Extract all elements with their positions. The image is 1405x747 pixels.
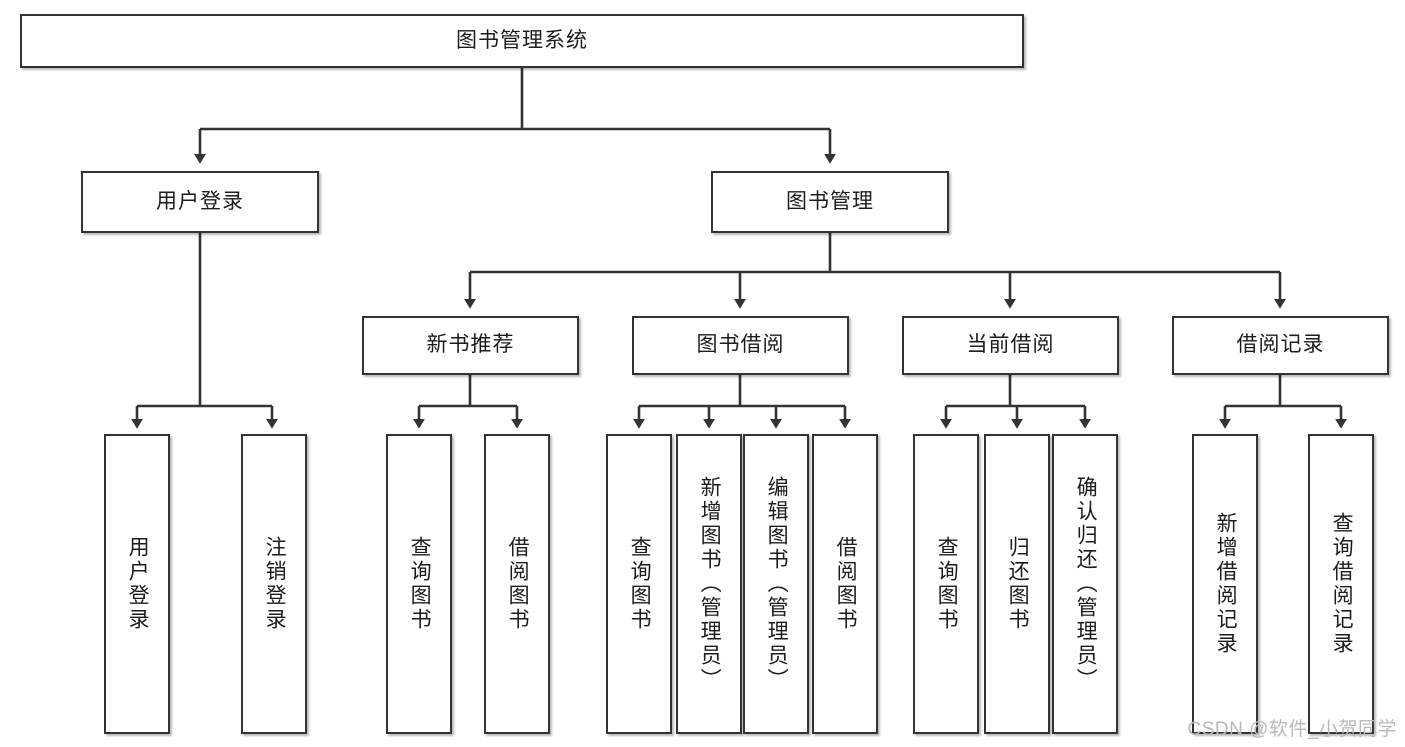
leaf-add-borrow-record-label: 新增借阅记录: [1214, 512, 1238, 656]
leaf-query-book-borrow[interactable]: 查询图书: [606, 434, 672, 734]
node-book-management-label: 图书管理: [786, 189, 874, 213]
node-user-login[interactable]: 用户登录: [81, 171, 319, 233]
node-book-management[interactable]: 图书管理: [711, 171, 949, 233]
node-borrow-records[interactable]: 借阅记录: [1172, 316, 1389, 375]
leaf-add-borrow-record[interactable]: 新增借阅记录: [1192, 434, 1258, 734]
leaf-confirm-return-admin-label: 确认归还（管理员）: [1074, 476, 1098, 692]
leaf-query-book-current-label: 查询图书: [935, 536, 959, 632]
node-current-borrow[interactable]: 当前借阅: [902, 316, 1119, 375]
leaf-add-book-admin-label: 新增图书（管理员）: [698, 476, 722, 692]
node-borrow-records-label: 借阅记录: [1236, 333, 1325, 357]
leaf-query-borrow-record[interactable]: 查询借阅记录: [1308, 434, 1374, 734]
node-user-login-label: 用户登录: [156, 189, 244, 213]
node-root[interactable]: 图书管理系统: [20, 14, 1024, 68]
node-book-borrow-label: 图书借阅: [696, 333, 785, 357]
leaf-borrow-book[interactable]: 借阅图书: [812, 434, 878, 734]
leaf-edit-book-admin[interactable]: 编辑图书（管理员）: [743, 434, 809, 734]
leaf-edit-book-admin-label: 编辑图书（管理员）: [765, 476, 789, 692]
leaf-logout[interactable]: 注销登录: [241, 434, 307, 734]
leaf-user-login-label: 用户登录: [126, 536, 150, 632]
leaf-query-borrow-record-label: 查询借阅记录: [1330, 512, 1354, 656]
leaf-query-book-recommend[interactable]: 查询图书: [386, 434, 452, 734]
node-root-label: 图书管理系统: [456, 28, 588, 52]
leaf-query-book-recommend-label: 查询图书: [408, 536, 432, 632]
leaf-add-book-admin[interactable]: 新增图书（管理员）: [676, 434, 742, 734]
node-new-book-recommend[interactable]: 新书推荐: [362, 316, 579, 375]
leaf-query-book-current[interactable]: 查询图书: [913, 434, 979, 734]
leaf-confirm-return-admin[interactable]: 确认归还（管理员）: [1052, 434, 1118, 734]
watermark: CSDN @软件_小贺同学: [1187, 719, 1397, 740]
leaf-user-login[interactable]: 用户登录: [104, 434, 170, 734]
leaf-borrow-book-label: 借阅图书: [834, 536, 858, 632]
leaf-logout-label: 注销登录: [263, 536, 287, 632]
leaf-return-book[interactable]: 归还图书: [984, 434, 1050, 734]
leaf-borrow-book-recommend[interactable]: 借阅图书: [484, 434, 550, 734]
leaf-borrow-book-recommend-label: 借阅图书: [506, 536, 530, 632]
leaf-return-book-label: 归还图书: [1006, 536, 1030, 632]
node-new-book-recommend-label: 新书推荐: [426, 333, 515, 357]
leaf-query-book-borrow-label: 查询图书: [628, 536, 652, 632]
node-book-borrow[interactable]: 图书借阅: [632, 316, 849, 375]
node-current-borrow-label: 当前借阅: [966, 333, 1055, 357]
